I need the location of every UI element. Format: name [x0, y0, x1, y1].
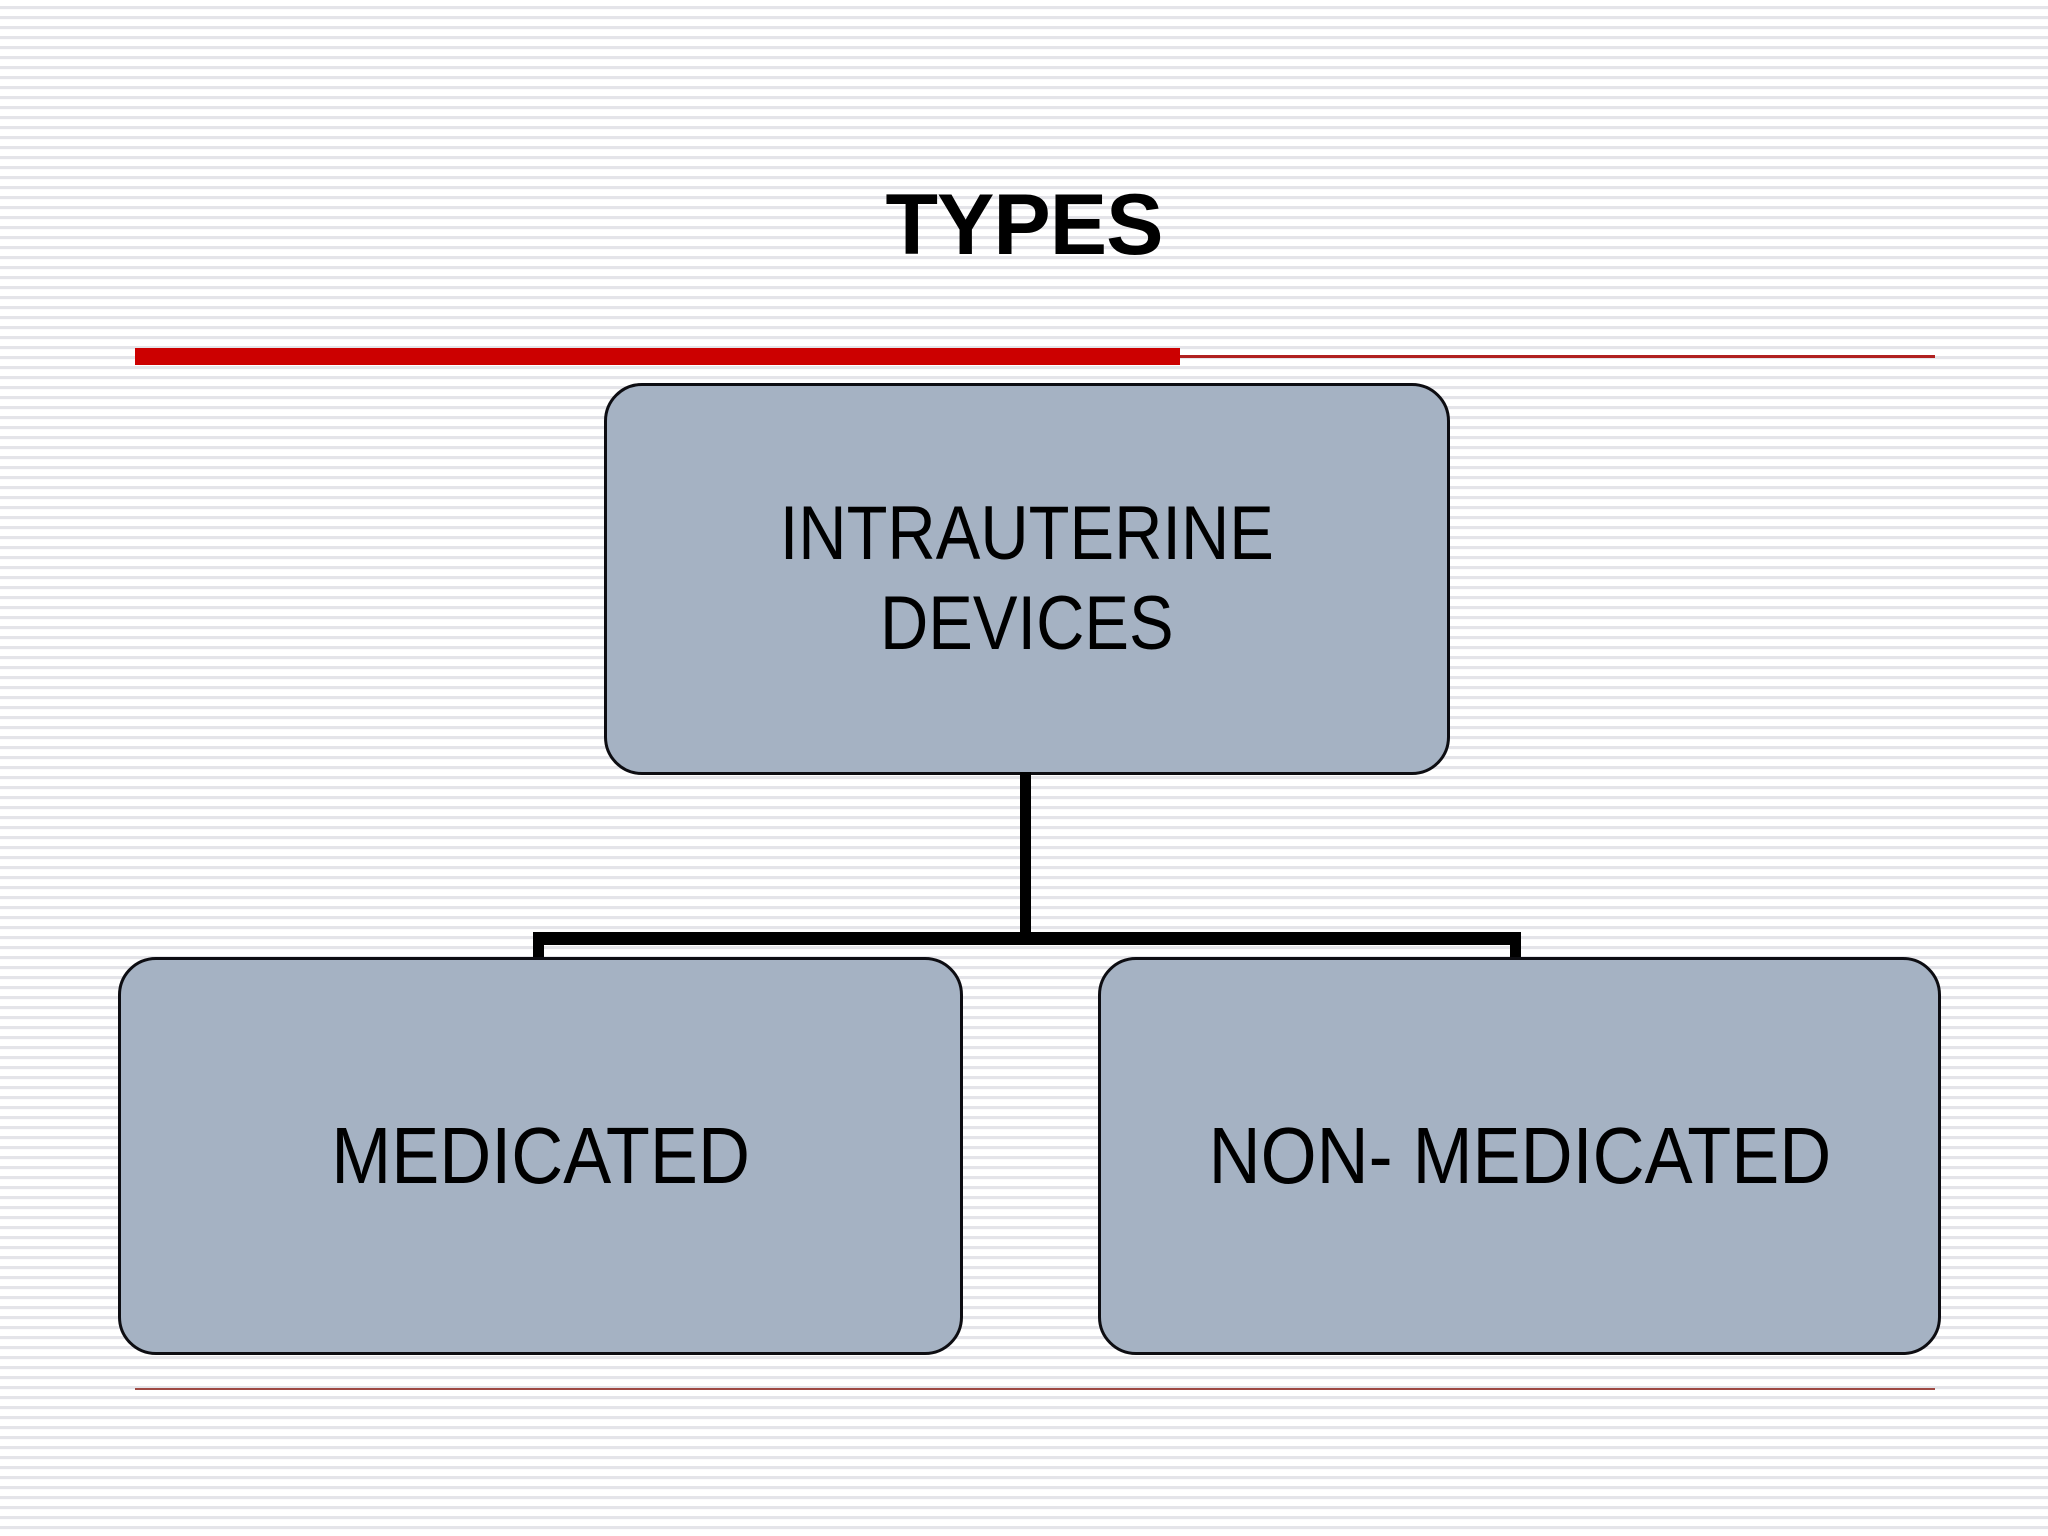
node-intrauterine-devices[interactable]: INTRAUTERINE DEVICES	[604, 383, 1450, 775]
connector-stub-right	[1510, 932, 1521, 966]
footer-rule	[135, 1388, 1935, 1390]
connector-vertical-trunk	[1020, 772, 1031, 942]
node-non-medicated[interactable]: NON- MEDICATED	[1098, 957, 1941, 1355]
node-medicated[interactable]: MEDICATED	[118, 957, 963, 1355]
connector-horizontal-bar	[533, 932, 1521, 945]
node-label-non-medicated: NON- MEDICATED	[1208, 1111, 1831, 1200]
node-label-root: INTRAUTERINE DEVICES	[779, 491, 1275, 666]
title-underline-accent	[135, 348, 1180, 365]
connector-stub-left	[533, 932, 544, 966]
node-label-medicated: MEDICATED	[331, 1111, 750, 1200]
page-title: TYPES	[885, 177, 1164, 273]
